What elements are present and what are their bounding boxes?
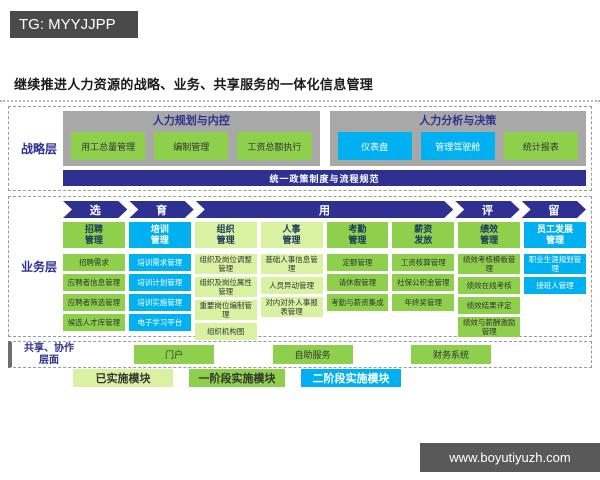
module-column-header: 员工发展 管理 [524,222,586,248]
strategy-group-items: 仪表盘管理驾驶舱统计报表 [337,132,579,160]
module-column: 招聘 管理招聘需求应聘者信息管理应聘者筛选管理候选人才库管理 [63,222,125,340]
legend-item: 一阶段实施模块 [189,369,285,387]
module-column: 员工发展 管理职业生涯规划管理接班人管理 [524,222,586,340]
module-box: 基础人事信息管理 [260,254,323,274]
module-box: 统计报表 [503,132,579,160]
module-column-items: 招聘需求应聘者信息管理应聘者筛选管理候选人才库管理 [63,254,125,331]
legend-item: 二阶段实施模块 [301,369,401,387]
flow-arrow: 选 [63,201,127,218]
module-box: 编制管理 [154,132,229,160]
module-column-items: 基础人事信息管理人员异动管理对内对外人事报表管理 [260,254,323,317]
module-box: 绩效考核模板管理 [458,254,521,274]
flow-arrow: 用 [196,201,454,218]
strategy-group: 人力规划与内控用工总量管理编制管理工资总额执行 [63,111,320,166]
module-box: 应聘者信息管理 [63,274,125,291]
module-box: 人员异动管理 [260,277,323,294]
strategy-groups: 人力规划与内控用工总量管理编制管理工资总额执行人力分析与决策仪表盘管理驾驶舱统计… [63,111,586,166]
share-layer: 共享、协作 层面 门户 自助服务 财务系统 [8,341,592,368]
module-column-header: 薪资 发放 [392,222,455,248]
module-box: 培训实施管理 [128,294,191,311]
module-box: 工资总额执行 [237,132,312,160]
module-box: 重要岗位编制管理 [194,300,257,320]
module-box: 对内对外人事报表管理 [260,297,323,317]
module-column-header: 组织 管理 [194,222,257,248]
module-box: 培训需求管理 [128,254,191,271]
module-column-header: 人事 管理 [260,222,323,248]
module-column-items: 培训需求管理培训计划管理培训实施管理电子学习平台 [128,254,191,331]
module-box: 用工总量管理 [71,132,146,160]
module-box: 培训计划管理 [128,274,191,291]
module-box: 候选人才库管理 [63,314,125,331]
strategy-layer-label: 战略层 [20,141,57,156]
legend-item: 已实施模块 [73,369,173,387]
module-column-grid: 招聘 管理招聘需求应聘者信息管理应聘者筛选管理候选人才库管理培训 管理培训需求管… [63,222,586,340]
module-box: 绩效在线考核 [458,277,521,294]
business-layer: 业务层 选育用评留 招聘 管理招聘需求应聘者信息管理应聘者筛选管理候选人才库管理… [8,196,592,340]
module-box: 职业生涯规划管理 [524,254,586,274]
business-layer-label: 业务层 [20,259,57,274]
watermark-site: www.boyutiyuzh.com [420,443,600,472]
module-box: 组织机构图 [194,323,257,340]
module-column: 组织 管理组织及岗位调整管理组织及岗位属性管理重要岗位编制管理组织机构图 [194,222,257,340]
watermark-tag: TG: MYYJJPP [10,11,138,38]
strategy-group-items: 用工总量管理编制管理工资总额执行 [71,132,312,160]
module-column: 绩效 管理绩效考核模板管理绩效在线考核绩效结果评定绩效与薪酬激励管理 [458,222,521,340]
module-column-items: 工资核算管理社保公积金管理年终奖管理 [392,254,455,311]
share-box: 财务系统 [411,345,491,364]
share-items: 门户 自助服务 财务系统 [134,345,491,364]
strategy-layer-body: 人力规划与内控用工总量管理编制管理工资总额执行人力分析与决策仪表盘管理驾驶舱统计… [63,111,586,186]
page-title: 继续推进人力资源的战略、业务、共享服务的一体化信息管理 [14,77,374,92]
share-box: 门户 [134,345,214,364]
module-column-header: 培训 管理 [128,222,191,248]
module-box: 组织及岗位属性管理 [194,277,257,297]
module-column-items: 定额管理请休假管理考勤与薪资集成 [326,254,389,311]
share-box: 自助服务 [272,345,353,364]
module-column-header: 考勤 管理 [326,222,389,248]
module-box: 定额管理 [326,254,389,271]
module-box: 管理驾驶舱 [420,132,495,160]
module-column-items: 绩效考核模板管理绩效在线考核绩效结果评定绩效与薪酬激励管理 [458,254,521,337]
module-box: 接班人管理 [524,277,586,294]
flow-arrow: 留 [522,201,586,218]
strategy-group: 人力分析与决策仪表盘管理驾驶舱统计报表 [329,111,586,166]
module-box: 应聘者筛选管理 [63,294,125,311]
legend: 已实施模块一阶段实施模块二阶段实施模块 [73,369,401,387]
module-box: 请休假管理 [326,274,389,291]
module-column-items: 职业生涯规划管理接班人管理 [524,254,586,294]
module-column-header: 招聘 管理 [63,222,125,248]
module-box: 年终奖管理 [392,294,455,311]
module-box: 招聘需求 [63,254,125,271]
module-box: 考勤与薪资集成 [326,294,389,311]
module-column: 薪资 发放工资核算管理社保公积金管理年终奖管理 [392,222,455,340]
share-layer-label: 共享、协作 层面 [24,342,74,366]
business-layer-body: 选育用评留 招聘 管理招聘需求应聘者信息管理应聘者筛选管理候选人才库管理培训 管… [63,201,586,340]
module-column-items: 组织及岗位调整管理组织及岗位属性管理重要岗位编制管理组织机构图 [194,254,257,340]
module-box: 社保公积金管理 [392,274,455,291]
module-box: 绩效与薪酬激励管理 [458,317,521,337]
flow-arrow: 评 [455,201,519,218]
module-column: 人事 管理基础人事信息管理人员异动管理对内对外人事报表管理 [260,222,323,340]
strategy-group-title: 人力规划与内控 [152,115,230,127]
module-box: 组织及岗位调整管理 [194,254,257,274]
policy-banner: 统一政策制度与流程规范 [63,170,586,186]
flow-arrow-row: 选育用评留 [63,201,586,218]
module-column: 考勤 管理定额管理请休假管理考勤与薪资集成 [326,222,389,340]
divider [0,100,600,102]
flow-arrow: 育 [129,201,193,218]
module-column: 培训 管理培训需求管理培训计划管理培训实施管理电子学习平台 [128,222,191,340]
module-box: 绩效结果评定 [458,297,521,314]
module-column-header: 绩效 管理 [458,222,521,248]
strategy-group-title: 人力分析与决策 [419,115,497,127]
module-box: 电子学习平台 [128,314,191,331]
strategy-layer: 战略层 人力规划与内控用工总量管理编制管理工资总额执行人力分析与决策仪表盘管理驾… [8,106,592,191]
module-box: 工资核算管理 [392,254,455,271]
module-box: 仪表盘 [337,132,412,160]
